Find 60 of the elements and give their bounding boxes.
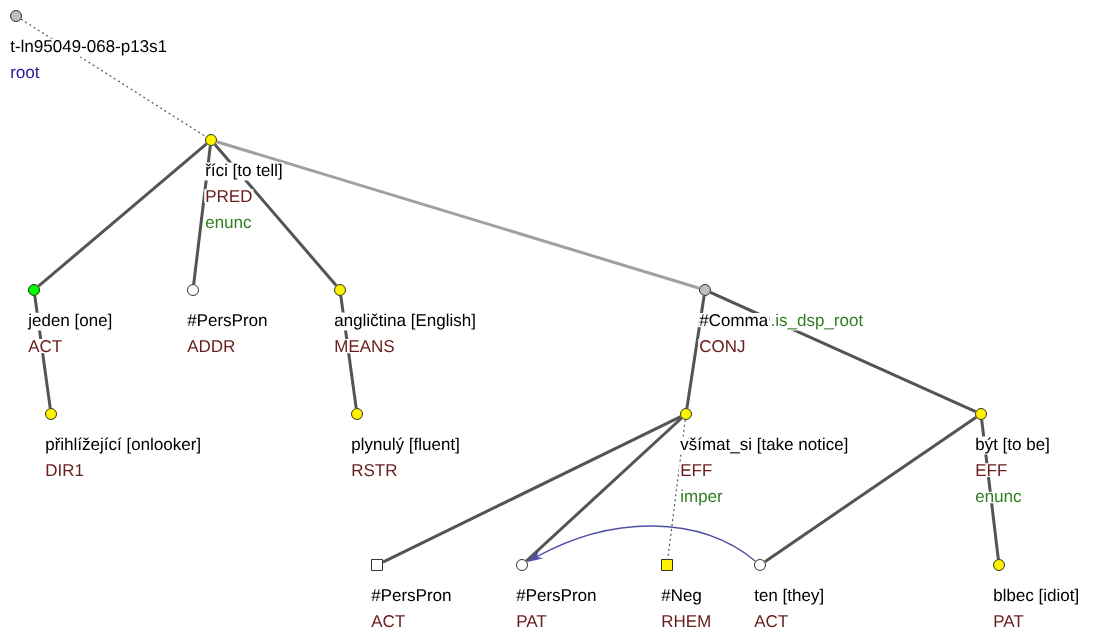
node-label: angličtina [English]	[333, 312, 477, 331]
node-label: blbec [idiot]	[992, 587, 1081, 606]
tree-edge	[192, 145, 212, 285]
functor-label: RSTR	[350, 463, 399, 478]
root-label: root	[9, 66, 41, 80]
tree-edge	[709, 291, 977, 413]
tree-edge	[667, 419, 686, 560]
node-label: #PersPron	[186, 313, 269, 328]
tree-edge	[764, 416, 977, 563]
tree-node-marker	[661, 559, 673, 571]
attribute-label: imper	[679, 488, 724, 507]
functor-label: MEANS	[333, 339, 396, 354]
node-label: jeden [one]	[27, 312, 114, 331]
node-label: t-ln95049-068-p13s1	[9, 38, 169, 57]
tree-node-marker	[187, 284, 199, 296]
functor-label: ACT	[370, 614, 407, 629]
tree-node-marker	[993, 559, 1005, 571]
tree-node-marker	[371, 559, 383, 571]
tree-edge	[685, 295, 706, 409]
functor-label: DIR1	[44, 463, 85, 477]
tree-edge	[37, 142, 208, 288]
functor-label: PRED	[204, 189, 254, 203]
attribute-label: enunc	[204, 217, 253, 230]
tree-node-marker	[334, 284, 346, 296]
tree-node-marker	[205, 134, 217, 146]
functor-label: CONJ	[698, 339, 747, 354]
node-label: ten [they]	[753, 587, 826, 606]
tree-node-marker	[28, 284, 40, 296]
node-label: #PersPron	[370, 588, 453, 603]
tree-node-marker	[754, 559, 766, 571]
functor-label: EFF	[974, 463, 1009, 477]
node-label: říci [to tell]	[204, 162, 284, 181]
node-label: plynulý [fluent]	[350, 436, 461, 455]
functor-label: PAT	[515, 614, 548, 628]
node-label: #PersPron	[515, 588, 598, 603]
tree-edge	[216, 140, 700, 290]
tree-edge	[382, 415, 682, 564]
node-label: být [to be]	[974, 436, 1051, 455]
tree-edge	[525, 416, 683, 563]
tree-edge	[213, 143, 338, 287]
node-label: všímat_si [take notice]	[679, 436, 850, 455]
tree-node-marker	[10, 10, 22, 22]
tree-node-marker	[975, 408, 987, 420]
functor-label: EFF	[679, 463, 714, 477]
attribute-label: .is_dsp_root	[769, 312, 865, 331]
functor-label: ACT	[753, 614, 790, 629]
functor-label: ADDR	[186, 339, 237, 353]
functor-label: RHEM	[660, 614, 713, 628]
tree-node-marker	[699, 284, 711, 296]
tree-node-marker	[680, 408, 692, 420]
tree-node-marker	[45, 408, 57, 420]
node-label: přihlížející [onlooker]	[44, 436, 203, 455]
attribute-label: enunc	[974, 491, 1023, 504]
node-label: #Neg	[660, 588, 703, 606]
tree-node-marker	[516, 559, 528, 571]
functor-label: PAT	[992, 614, 1025, 628]
tree-node-marker	[351, 408, 363, 420]
node-label: #Comma	[698, 313, 770, 328]
functor-label: ACT	[27, 339, 64, 354]
tree-edge	[20, 18, 207, 138]
